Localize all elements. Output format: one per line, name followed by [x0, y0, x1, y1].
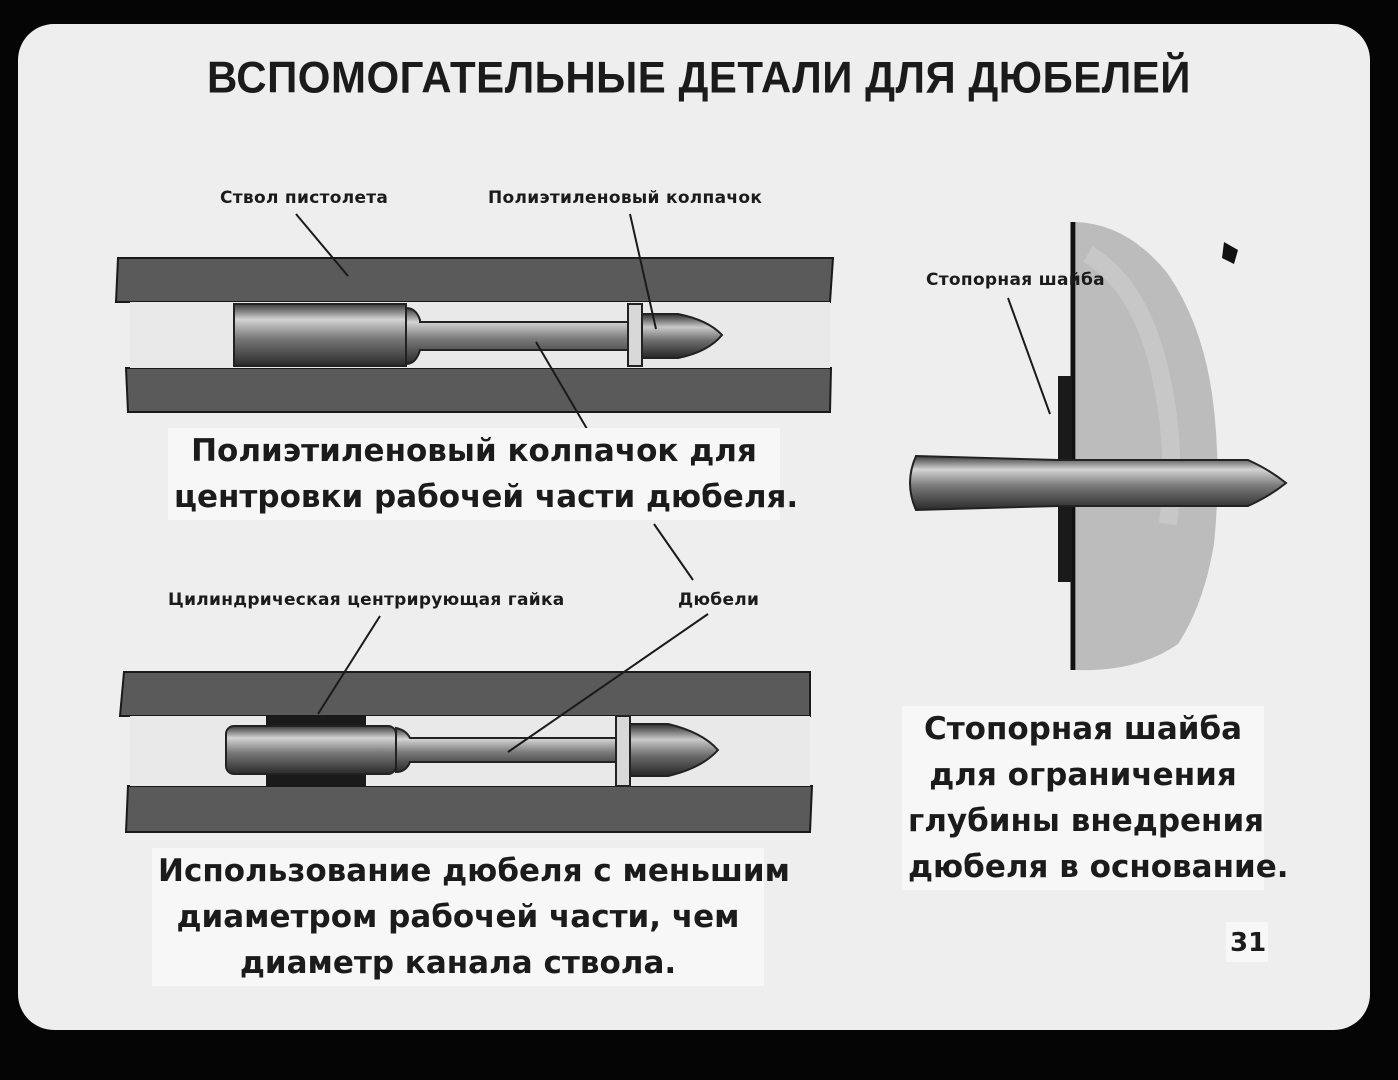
- caption-smaller-dowel: Использование дюбеля с меньшим диаметром…: [152, 848, 790, 986]
- cap-ring-top: [627, 303, 643, 367]
- caption-washer-line: Стопорная шайба: [923, 711, 1243, 747]
- slide-title: ВСПОМОГАТЕЛЬНЫЕ ДЕТАЛИ ДЛЯ ДЮБЕЛЕЙ: [207, 52, 1191, 103]
- base-material: [1076, 222, 1218, 671]
- dowel-right: [909, 454, 1288, 512]
- caption-cap: Полиэтиленовый колпачок для центровки ра…: [168, 428, 799, 520]
- label-centering-nut: Цилиндрическая центрирующая гайка: [168, 590, 565, 610]
- centering-nut-lower: [266, 774, 366, 786]
- page-number-box: [1226, 922, 1268, 962]
- barrel-diagram-cap: [114, 213, 835, 581]
- caption-smaller-dowel-line: диаметром рабочей части, чем: [176, 899, 740, 935]
- caption-smaller-dowel-line: Использование дюбеля с меньшим: [158, 853, 790, 889]
- illustration: [114, 213, 1288, 962]
- caption-smaller-dowel-line: диаметр канала ствола.: [239, 945, 677, 981]
- barrel-lower-wall: [124, 367, 833, 413]
- dowel-bottom: [225, 725, 617, 775]
- label-cap: Полиэтиленовый колпачок: [488, 188, 763, 208]
- caption-washer-line: дюбеля в основание.: [908, 849, 1289, 885]
- tip-bottom: [629, 723, 720, 777]
- page-number: 31: [1230, 928, 1267, 958]
- cap-tip-top: [641, 313, 724, 359]
- caption-washer-line: глубины внедрения: [908, 803, 1265, 839]
- barrel-upper-wall: [114, 257, 835, 303]
- label-dowels: Дюбели: [678, 590, 760, 610]
- caption-washer-line: для ограничения: [929, 757, 1237, 793]
- caption-washer: Стопорная шайба для ограничения глубины …: [902, 706, 1289, 890]
- caption-cap-line: центровки рабочей части дюбеля.: [174, 479, 799, 515]
- washer-diagram: [909, 222, 1288, 671]
- nut-ring-bottom: [615, 715, 631, 787]
- barrel-diagram-nut: [118, 613, 814, 833]
- centering-nut-upper: [266, 716, 366, 726]
- slide-panel: ВСПОМОГАТЕЛЬНЫЕ ДЕТАЛИ ДЛЯ ДЮБЕЛЕЙ Ствол…: [18, 24, 1370, 1030]
- caption-cap-line: Полиэтиленовый колпачок для: [191, 433, 757, 469]
- barrel-upper-wall-2: [118, 671, 811, 717]
- barrel-lower-wall-2: [124, 785, 814, 833]
- label-lock-washer: Стопорная шайба: [926, 270, 1105, 290]
- label-barrel: Ствол пистолета: [220, 188, 389, 208]
- dowel-top: [233, 303, 631, 367]
